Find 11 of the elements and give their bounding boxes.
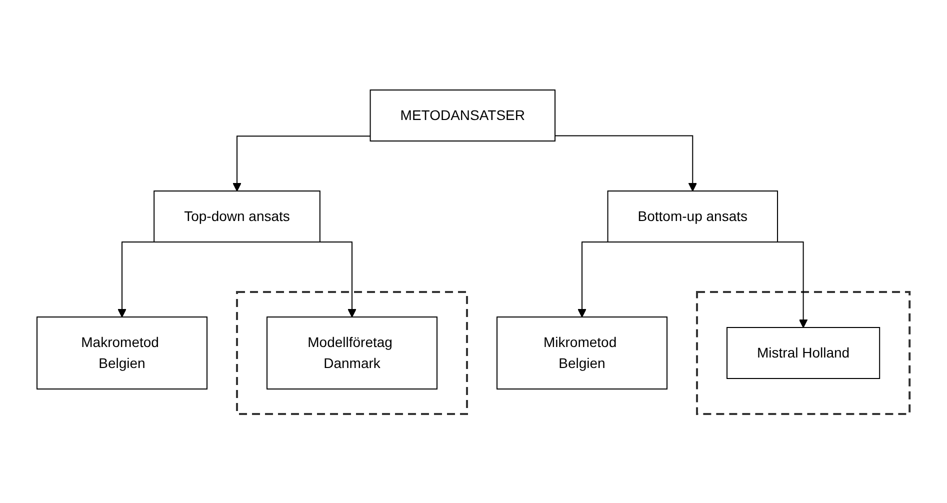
node-box: Modellföretag Danmark [266,316,438,389]
node-box: Mikrometod Belgien [496,316,668,389]
node-box: Top-down ansats [154,190,321,242]
arrow [232,135,371,191]
node-box: Mistral Holland [726,326,880,378]
cluster [696,290,911,414]
node-box: Makrometod Belgien [36,316,208,389]
arrow [554,134,698,191]
node-box: Bottom-up ansats [607,190,778,242]
cluster [236,290,468,414]
node-box: METODANSATSER [370,89,556,141]
